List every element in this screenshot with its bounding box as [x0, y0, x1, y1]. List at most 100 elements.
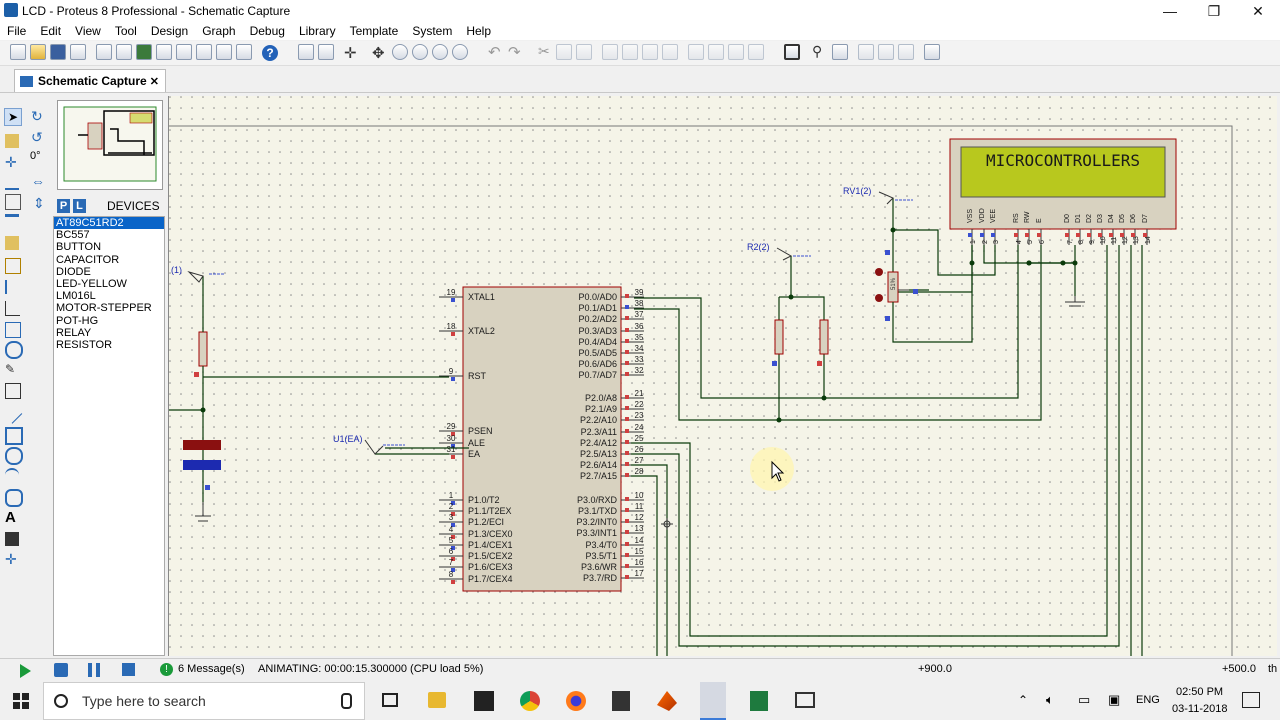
- copy-icon[interactable]: [556, 44, 572, 60]
- messages-count[interactable]: 6 Message(s): [178, 663, 245, 675]
- firefox-icon[interactable]: [566, 691, 586, 711]
- media-app-icon[interactable]: [474, 691, 494, 711]
- block-delete-icon[interactable]: [662, 44, 678, 60]
- bom-icon[interactable]: [196, 44, 212, 60]
- window-app-icon[interactable]: [795, 692, 815, 708]
- rotate-ccw-icon[interactable]: ↺: [31, 129, 43, 145]
- 3d-icon[interactable]: [156, 44, 172, 60]
- device-item[interactable]: RESISTOR: [56, 338, 113, 351]
- menu-template[interactable]: Template: [349, 24, 399, 38]
- notifications-icon[interactable]: [1242, 692, 1260, 708]
- block-rotate-icon[interactable]: [642, 44, 658, 60]
- wire-label-icon[interactable]: [5, 174, 19, 190]
- pause-button[interactable]: [88, 663, 100, 677]
- resistor-left[interactable]: [198, 331, 208, 367]
- pick-device-icon[interactable]: [688, 44, 704, 60]
- import-icon[interactable]: [70, 44, 86, 60]
- messages-icon[interactable]: !: [160, 663, 173, 676]
- excel-icon[interactable]: [750, 691, 768, 711]
- mirror-x-icon[interactable]: ⇔: [31, 173, 45, 189]
- calculator-icon[interactable]: [612, 691, 630, 711]
- menu-library[interactable]: Library: [298, 24, 336, 38]
- origin-icon[interactable]: ✛: [344, 45, 357, 62]
- menu-view[interactable]: View: [75, 24, 101, 38]
- close-button[interactable]: ✕: [1252, 2, 1264, 19]
- pan-icon[interactable]: ✥: [372, 45, 385, 62]
- clock-date[interactable]: 03-11-2018: [1172, 703, 1228, 715]
- device-item[interactable]: POT-HG: [56, 314, 99, 327]
- show-hidden-icons[interactable]: ⌃: [1018, 693, 1029, 707]
- block-move-icon[interactable]: [622, 44, 638, 60]
- paste-icon[interactable]: [576, 44, 592, 60]
- pot-increment-button[interactable]: [875, 268, 883, 276]
- home-icon[interactable]: [96, 44, 112, 60]
- device-item[interactable]: RELAY: [56, 326, 92, 339]
- device-item[interactable]: AT89C51RD2: [54, 217, 164, 230]
- stop-button[interactable]: [122, 663, 135, 676]
- schematic-drawing[interactable]: MICROCONTROLLERS VSS1VDD2VEE3RS4RW5E6D07…: [169, 96, 1277, 656]
- resistor-r2a[interactable]: [774, 319, 784, 355]
- menu-debug[interactable]: Debug: [249, 24, 285, 38]
- menu-help[interactable]: Help: [466, 24, 492, 38]
- terminals-icon[interactable]: [5, 258, 21, 274]
- taskbar-search[interactable]: Type here to search: [43, 682, 365, 720]
- voltage-probe-icon[interactable]: ✎: [5, 362, 16, 376]
- pcb-icon[interactable]: [136, 44, 152, 60]
- menu-edit[interactable]: Edit: [40, 24, 62, 38]
- bill-of-materials-icon[interactable]: [924, 44, 940, 60]
- tab-close-icon[interactable]: ✕: [149, 75, 159, 88]
- cut-icon[interactable]: ✂: [538, 43, 550, 59]
- tape-recorder-icon[interactable]: [5, 322, 21, 338]
- windows-start-icon[interactable]: [13, 693, 29, 709]
- box-icon[interactable]: [5, 427, 23, 445]
- network-icon[interactable]: ▭: [1078, 692, 1091, 707]
- property-tool-icon[interactable]: [832, 44, 848, 60]
- pick-device-button[interactable]: P: [57, 199, 70, 213]
- menu-graph[interactable]: Graph: [202, 24, 236, 38]
- mirror-y-icon[interactable]: ⇕: [33, 195, 45, 211]
- device-item[interactable]: DIODE: [56, 265, 91, 278]
- maximize-button[interactable]: ❐: [1207, 2, 1221, 19]
- zoom-out-icon[interactable]: [412, 44, 428, 60]
- zoom-in-icon[interactable]: [392, 44, 408, 60]
- help-icon[interactable]: ?: [262, 45, 278, 61]
- undo-icon[interactable]: ↶: [488, 44, 501, 61]
- make-device-icon[interactable]: [708, 44, 724, 60]
- file-explorer-icon[interactable]: [428, 692, 446, 708]
- pot-decrement-button[interactable]: [875, 294, 883, 302]
- resistor-r2b[interactable]: [819, 319, 829, 355]
- circle-icon[interactable]: [5, 447, 23, 465]
- grid-icon[interactable]: [318, 44, 334, 60]
- microcontroller-body[interactable]: [462, 286, 622, 592]
- zoom-all-icon[interactable]: [432, 44, 448, 60]
- play-button[interactable]: [20, 664, 31, 678]
- search-icon[interactable]: ⚲: [812, 43, 823, 59]
- device-item[interactable]: BUTTON: [56, 241, 102, 254]
- device-item[interactable]: BC557: [56, 229, 90, 242]
- new-file-icon[interactable]: [10, 44, 26, 60]
- decompose-icon[interactable]: [748, 44, 764, 60]
- redo-icon[interactable]: ↷: [508, 44, 521, 61]
- menu-file[interactable]: File: [7, 24, 27, 38]
- subcircuit-icon[interactable]: [5, 236, 19, 250]
- rotate-cw-icon[interactable]: ↻: [31, 108, 43, 124]
- device-item[interactable]: MOTOR-STEPPER: [56, 302, 152, 315]
- menu-system[interactable]: System: [412, 24, 453, 38]
- minimize-button[interactable]: —: [1163, 3, 1177, 19]
- marker-icon[interactable]: ✛: [5, 551, 17, 567]
- refresh-icon[interactable]: [298, 44, 314, 60]
- zoom-area-icon[interactable]: [452, 44, 468, 60]
- step-button[interactable]: [54, 663, 68, 677]
- overview-window[interactable]: [57, 100, 163, 190]
- line-icon[interactable]: [1, 403, 23, 424]
- chrome-icon[interactable]: [520, 691, 540, 711]
- junction-dot-icon[interactable]: ✛: [5, 154, 17, 170]
- wire-autorouter-icon[interactable]: [784, 44, 800, 60]
- task-view-icon[interactable]: [382, 693, 398, 707]
- device-item[interactable]: CAPACITOR: [56, 253, 120, 266]
- component-mode-icon[interactable]: [5, 134, 19, 148]
- volume-icon[interactable]: 🔈︎: [1046, 692, 1054, 707]
- remove-sheet-icon[interactable]: [878, 44, 894, 60]
- menu-tool[interactable]: Tool: [114, 24, 137, 38]
